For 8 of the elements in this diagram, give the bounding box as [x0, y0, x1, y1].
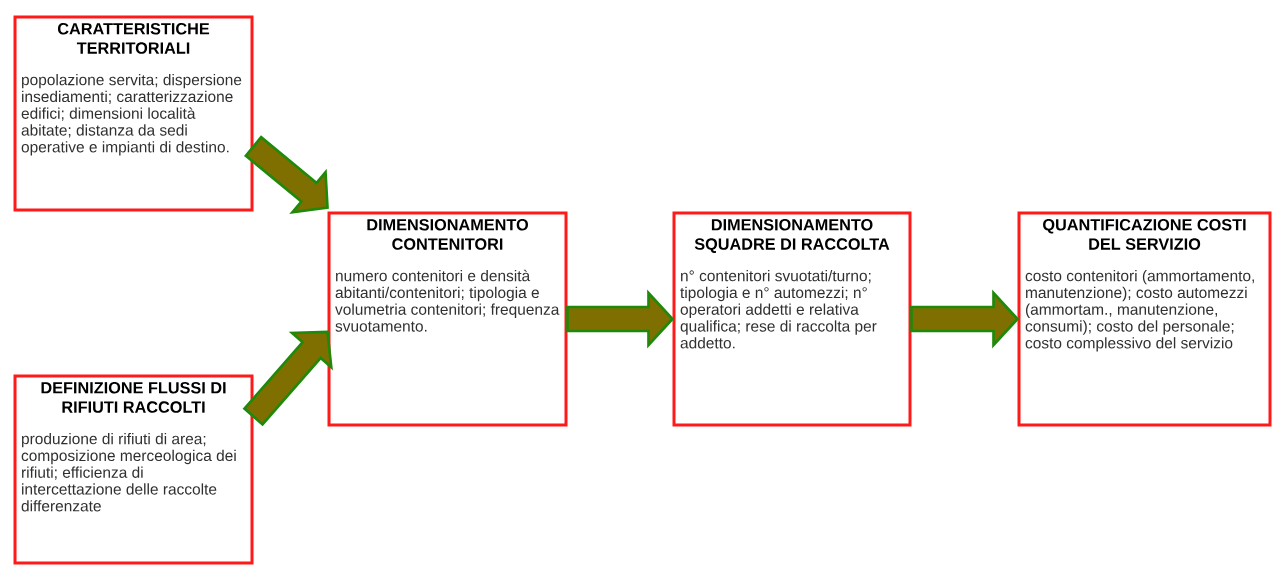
block-arrow: [910, 289, 1020, 349]
block-arrow: [244, 135, 329, 215]
process-box: DEFINIZIONE FLUSSI DI RIFIUTI RACCOLTI produzione di rifiuti di area; composizione merceologica dei rifiuti; efficienza di intercettazione delle raccolte differenzate: [13, 374, 254, 565]
process-box: DIMENSIONAMENTO CONTENITORI numero contenitori e densità abitanti/contenitori; tipologia e volumetria contenitori; frequenza svuotamento.: [327, 211, 568, 427]
process-box: CARATTERISTICHE TERRITORIALI popolazione servita; dispersione insediamenti; caratterizzazione edifici; dimensioni località abitate; distanza da sedi operative e impianti di destino.: [13, 15, 254, 212]
block-arrow: [566, 289, 675, 349]
process-box: DIMENSIONAMENTO SQUADRE DI RACCOLTA n° contenitori svuotati/turno; tipologia e n° automezzi; n° operatori addetti e relativa qualifica; rese di raccolta per addetto.: [672, 211, 912, 427]
process-box: QUANTIFICAZIONE COSTI DEL SERVIZIO costo contenitori (ammortamento, manutenzione); costo automezzi (ammortam., manutenzione, consumi); costo del personale; costo complessivo del servizio: [1017, 211, 1272, 427]
